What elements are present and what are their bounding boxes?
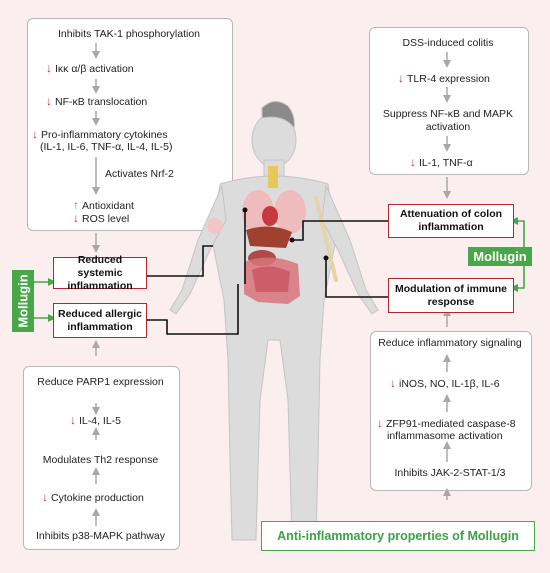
mollugin-label-left: Mollugin (12, 270, 34, 332)
tr-line-2: ↓TLR-4 expression (398, 72, 490, 86)
up-arrow-icon: ↑ (73, 198, 79, 212)
tl-line-5: Activates Nrf-2 (105, 168, 174, 180)
tl-line-2-text: Iκκ α/β activation (55, 63, 134, 75)
bl-line-4: ↓Cytokine production (42, 491, 144, 505)
br-line-2-text: iNOS, NO, IL-1β, IL-6 (399, 378, 500, 390)
br-line-3a: ↓ZFP91-mediated caspase-8 (377, 417, 516, 431)
allergic-line-2: inflammation (67, 320, 133, 333)
down-arrow-icon: ↓ (398, 71, 404, 85)
down-arrow-icon: ↓ (32, 127, 38, 141)
tl-line-6-text: Antioxidant (82, 200, 134, 212)
down-arrow-icon: ↓ (410, 155, 416, 169)
bl-line-4-text: Cytokine production (51, 492, 144, 504)
down-arrow-icon: ↓ (390, 376, 396, 390)
tl-line-2: ↓Iκκ α/β activation (46, 62, 134, 76)
systemic-line-1: Reduced systemic (77, 253, 123, 279)
colon-line-2: inflammation (418, 221, 484, 233)
tr-line-4-text: IL-1, TNF-α (419, 157, 473, 169)
allergic-line-1: Reduced allergic (57, 307, 143, 320)
diagram-title: Anti-inflammatory properties of Mollugin (261, 521, 535, 551)
br-line-1: Reduce inflammatory signaling (378, 337, 522, 349)
br-line-2: ↓iNOS, NO, IL-1β, IL-6 (390, 377, 500, 391)
tr-line-1: DSS-induced colitis (402, 37, 494, 49)
tr-line-3b: activation (425, 121, 471, 133)
connector-lines (147, 210, 388, 335)
immune-line-1: Modulation of immune (395, 282, 507, 295)
green-arrows (34, 217, 525, 322)
tl-line-7: ↓ROS level (73, 212, 129, 226)
tl-line-3-text: NF-κB translocation (55, 96, 148, 108)
br-line-4: Inhibits JAK-2-STAT-1/3 (394, 467, 506, 479)
tl-line-3: ↓NF-κB translocation (46, 95, 147, 109)
colon-line-1: Attenuation of colon (399, 208, 503, 220)
panel-top-left (27, 18, 233, 231)
tr-line-3a: Suppress NF-κB and MAPK (382, 108, 514, 120)
panel-bottom-left (23, 366, 180, 550)
mollugin-label-right: Mollugin (468, 247, 532, 266)
down-arrow-icon: ↓ (70, 413, 76, 427)
tl-line-6: ↑Antioxidant (73, 199, 134, 213)
bl-line-5: Inhibits p38-MAPK pathway (36, 530, 165, 542)
down-arrow-icon: ↓ (46, 61, 52, 75)
down-arrow-icon: ↓ (377, 416, 383, 430)
tr-line-4: ↓IL-1, TNF-α (410, 156, 473, 170)
bl-line-1: Reduce PARP1 expression (37, 376, 164, 388)
down-arrow-icon: ↓ (46, 94, 52, 108)
panel-bottom-right (370, 331, 532, 491)
down-arrow-icon: ↓ (42, 490, 48, 504)
mollugin-left-text: Mollugin (15, 274, 31, 328)
br-line-3b: inflammasome activation (387, 430, 503, 442)
br-line-3a-text: ZFP91-mediated caspase-8 (386, 418, 516, 430)
tl-line-4: ↓Pro-inflammatory cytokines (32, 128, 168, 142)
tl-line-1: Inhibits TAK-1 phosphorylation (57, 28, 201, 40)
bl-line-2: ↓IL-4, IL-5 (70, 414, 121, 428)
bl-line-2-text: IL-4, IL-5 (79, 415, 122, 427)
systemic-line-2: inflammation (67, 279, 133, 292)
tr-line-2-text: TLR-4 expression (407, 73, 490, 85)
organs (207, 166, 338, 304)
tl-line-7-text: ROS level (82, 213, 130, 225)
tl-line-4b: (IL-1, IL-6, TNF-α, IL-4, IL-5) (40, 141, 173, 153)
bl-line-3: Modulates Th2 response (42, 454, 159, 466)
gray-arrows (92, 43, 451, 526)
tl-line-4a-text: Pro-inflammatory cytokines (41, 129, 168, 141)
down-arrow-icon: ↓ (73, 211, 79, 225)
human-body-figure (169, 101, 379, 541)
immune-line-2: response (427, 295, 475, 308)
